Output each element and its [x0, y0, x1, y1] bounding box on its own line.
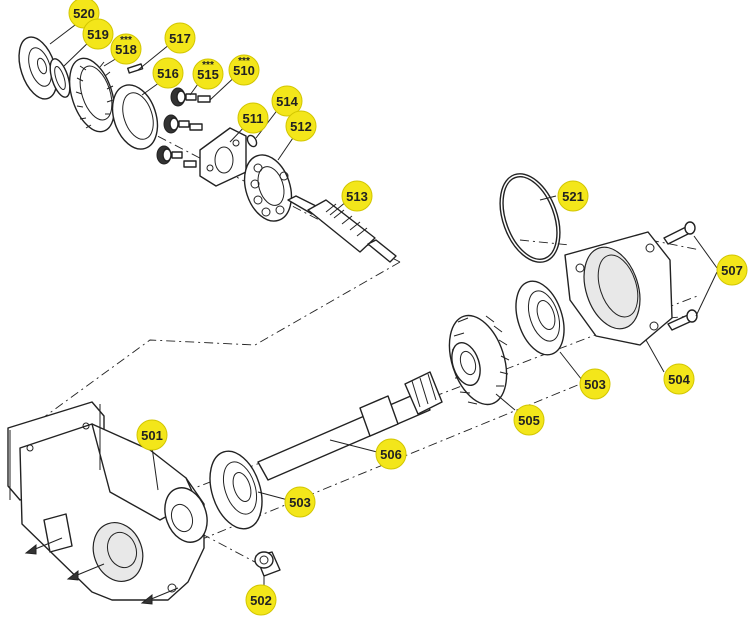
callout-number: 511 [243, 111, 264, 126]
callout-mark: *** [202, 60, 214, 71]
callout-number: 515 [197, 67, 219, 82]
callout-bubble [375, 438, 407, 470]
part-521-o-ring [499, 173, 561, 263]
callout-506: 506 [375, 438, 407, 470]
callout-number: 501 [141, 428, 163, 443]
callout-bubble [271, 85, 303, 117]
part-518-gear-ring [68, 57, 116, 133]
callout-bubble [228, 54, 260, 86]
callout-number: 507 [721, 263, 743, 278]
callout-number: 503 [584, 377, 606, 392]
callout-number: 520 [73, 6, 95, 21]
callout-number: 513 [346, 189, 368, 204]
callout-511: 511 [237, 102, 269, 134]
callout-bubble [245, 584, 277, 616]
callout-bubble [285, 110, 317, 142]
callout-513: 513 [341, 180, 373, 212]
callout-503: 503 [284, 486, 316, 518]
part-502-bushing [254, 551, 281, 577]
callout-number: 519 [87, 27, 109, 42]
callout-501: 501 [136, 419, 168, 451]
callout-bubble [237, 102, 269, 134]
callout-521: 521 [557, 180, 589, 212]
callout-bubble [557, 180, 589, 212]
callout-504: 504 [663, 363, 695, 395]
callout-bubble [192, 58, 224, 90]
callout-502: 502 [245, 584, 277, 616]
callout-bubble [164, 22, 196, 54]
part-516-bearing-race [111, 84, 159, 150]
callout-bubble [579, 368, 611, 400]
callout-number: 516 [157, 66, 179, 81]
callout-bubble [284, 486, 316, 518]
callout-bubble [110, 33, 142, 65]
part-513-worm-shaft [287, 195, 397, 263]
callout-bubble [341, 180, 373, 212]
callout-bubble [716, 254, 748, 286]
callout-503: 503 [579, 368, 611, 400]
callout-mark: *** [120, 35, 132, 46]
callout-number: 505 [518, 413, 540, 428]
part-510-shafts [183, 95, 211, 168]
callout-number: 518 [115, 42, 137, 57]
callout-number: 503 [289, 495, 311, 510]
callout-518: 518*** [110, 33, 142, 65]
callout-510: 510*** [228, 54, 260, 86]
part-512-bearing [243, 154, 293, 222]
callout-bubble [513, 404, 545, 436]
callout-number: 506 [380, 447, 402, 462]
part-514-pin [246, 134, 258, 148]
callout-number: 510 [233, 63, 255, 78]
callout-mark: *** [238, 56, 250, 67]
callout-number: 512 [290, 119, 312, 134]
drain-arrows [24, 537, 179, 605]
part-503-left-bearing [209, 450, 263, 530]
callout-507: 507 [716, 254, 748, 286]
callout-505: 505 [513, 404, 545, 436]
callout-number: 514 [276, 94, 298, 109]
callout-519: 519 [82, 18, 114, 50]
part-504-cover [564, 231, 673, 346]
callout-516: 516 [152, 57, 184, 89]
part-520-end-cap [18, 36, 58, 100]
callout-bubble [82, 18, 114, 50]
part-511-carrier [199, 127, 247, 187]
part-507-bolts [663, 221, 698, 331]
callout-bubble [152, 57, 184, 89]
callout-bubble [136, 419, 168, 451]
part-515-planet-gears [156, 87, 197, 165]
callout-515: 515*** [192, 58, 224, 90]
callout-bubble [663, 363, 695, 395]
callout-512: 512 [285, 110, 317, 142]
part-503-right-bearing [515, 280, 565, 356]
callout-number: 521 [562, 189, 584, 204]
part-505-worm-gear [448, 314, 510, 406]
part-506-shaft [257, 371, 443, 481]
callout-number: 517 [169, 31, 191, 46]
callout-number: 502 [250, 593, 272, 608]
part-501-housing [7, 401, 208, 601]
callout-number: 504 [668, 372, 690, 387]
part-519-ring [49, 58, 71, 98]
callout-517: 517 [164, 22, 196, 54]
callout-514: 514 [271, 85, 303, 117]
